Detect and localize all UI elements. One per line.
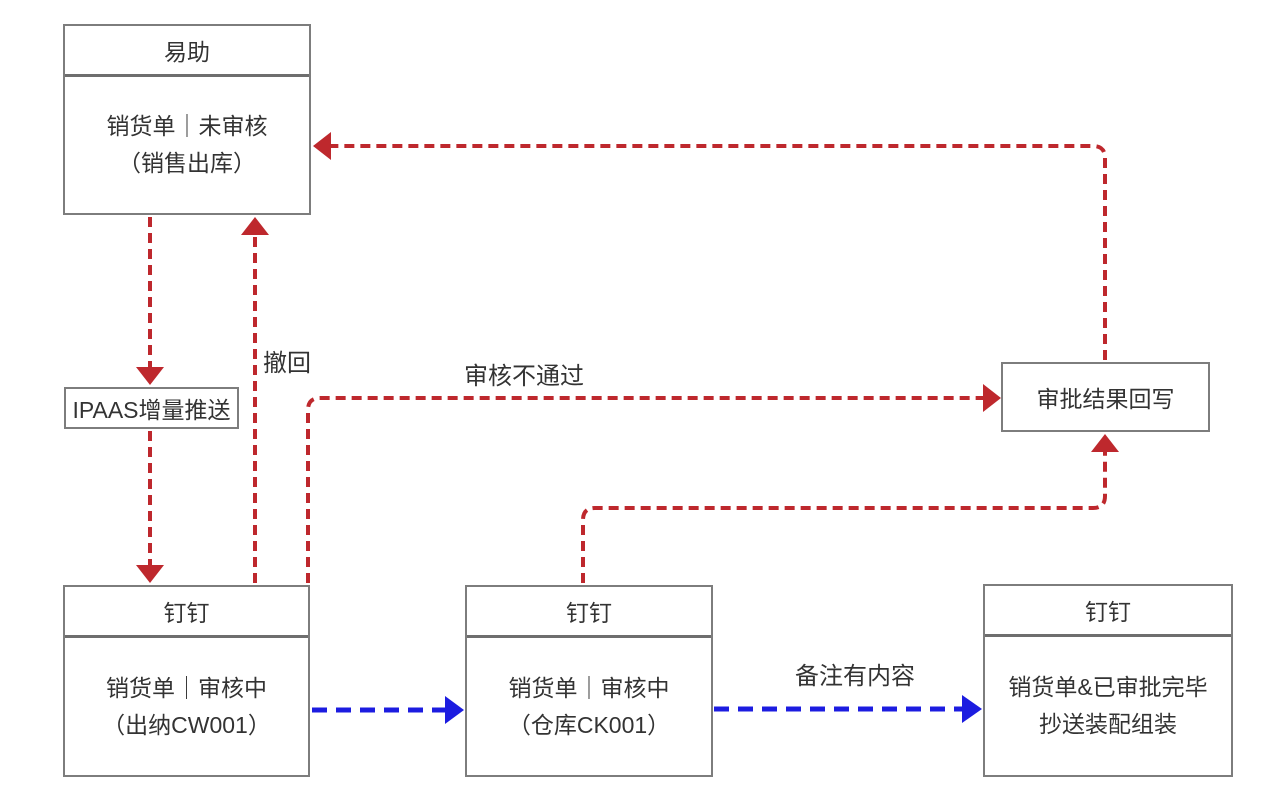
- node-dd-final-title: 钉钉: [985, 586, 1231, 637]
- arrowhead-ipaas-top: [136, 367, 164, 385]
- node-yizhu[interactable]: 易助 销货单｜未审核 （销售出库）: [63, 24, 311, 215]
- node-writeback[interactable]: 审批结果回写: [1001, 362, 1210, 432]
- arrowhead-yizhu-right: [313, 132, 331, 160]
- arrowhead-yizhu-bottom: [241, 217, 269, 235]
- node-dd-cashier-body: 销货单｜审核中 （出纳CW001）: [65, 638, 308, 775]
- edge-label-withdraw: 撤回: [263, 350, 311, 377]
- node-yizhu-title: 易助: [65, 26, 309, 77]
- node-ipaas[interactable]: IPAAS增量推送: [64, 387, 239, 429]
- node-dd-final-line2: 抄送装配组装: [1039, 711, 1177, 737]
- edge-reject: [306, 396, 983, 583]
- edge-ddwarehouse-to-writeback: [581, 452, 1107, 583]
- node-dd-final-body: 销货单&已审批完毕 抄送装配组装: [985, 637, 1231, 775]
- node-dd-cashier[interactable]: 钉钉 销货单｜审核中 （出纳CW001）: [63, 585, 310, 777]
- node-dd-warehouse[interactable]: 钉钉 销货单｜审核中 （仓库CK001）: [465, 585, 713, 777]
- arrowhead-ddfinal-left: [962, 695, 982, 723]
- node-dd-cashier-line1: 销货单｜审核中: [106, 674, 267, 701]
- node-dd-cashier-line2: （出纳CW001）: [102, 711, 271, 738]
- arrowhead-ddcashier-top: [136, 565, 164, 583]
- edge-writeback-to-yizhu: [331, 144, 1107, 360]
- node-writeback-label: 审批结果回写: [1036, 386, 1175, 412]
- node-dd-final[interactable]: 钉钉 销货单&已审批完毕 抄送装配组装: [983, 584, 1233, 777]
- node-yizhu-line1: 销货单｜未审核: [106, 113, 268, 139]
- node-ipaas-label: IPAAS增量推送: [72, 397, 231, 423]
- arrowhead-writeback-bottom: [1091, 434, 1119, 452]
- node-yizhu-body: 销货单｜未审核 （销售出库）: [65, 77, 309, 213]
- arrowhead-ddwarehouse-left: [445, 696, 464, 724]
- node-dd-warehouse-body: 销货单｜审核中 （仓库CK001）: [467, 638, 711, 775]
- node-dd-final-line1: 销货单&已审批完毕: [1008, 674, 1208, 700]
- node-dd-warehouse-title: 钉钉: [467, 587, 711, 638]
- node-dd-cashier-title: 钉钉: [65, 587, 308, 638]
- node-dd-warehouse-line2: （仓库CK001）: [507, 711, 671, 738]
- node-yizhu-line2: （销售出库）: [118, 150, 256, 176]
- node-dd-warehouse-line1: 销货单｜审核中: [508, 674, 670, 701]
- edge-label-remark: 备注有内容: [795, 663, 915, 690]
- edge-label-reject: 审核不通过: [464, 363, 584, 390]
- arrowhead-writeback-left: [983, 384, 1001, 412]
